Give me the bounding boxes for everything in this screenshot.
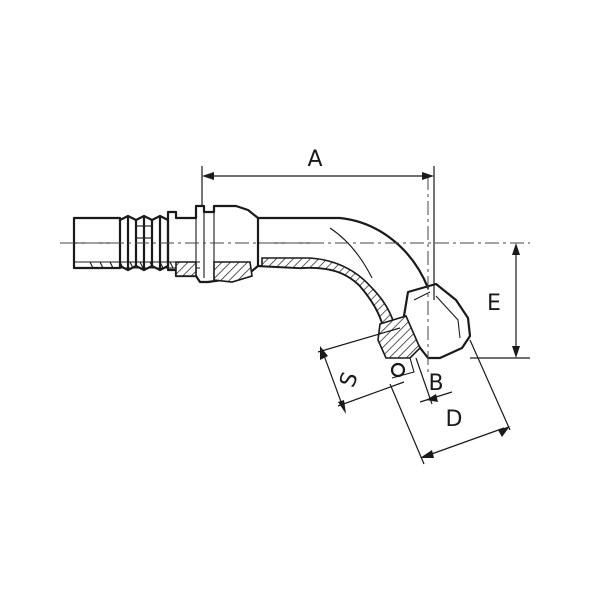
center-lines xyxy=(60,176,530,372)
o-ring-icon xyxy=(390,362,406,378)
dimension-d-label: D xyxy=(446,407,463,432)
dimension-s-label: S xyxy=(335,369,363,391)
dimension-e: E xyxy=(470,243,530,359)
dimension-b-label: B xyxy=(428,371,443,396)
dimension-e-label: E xyxy=(487,291,501,316)
dimension-a: A xyxy=(201,147,435,300)
collar-section xyxy=(166,204,260,284)
dimension-d: D xyxy=(389,339,511,465)
elbow-body xyxy=(256,216,430,334)
flange-head xyxy=(377,282,472,379)
dimension-b: B xyxy=(415,357,453,405)
dimension-a-label: A xyxy=(307,147,322,172)
